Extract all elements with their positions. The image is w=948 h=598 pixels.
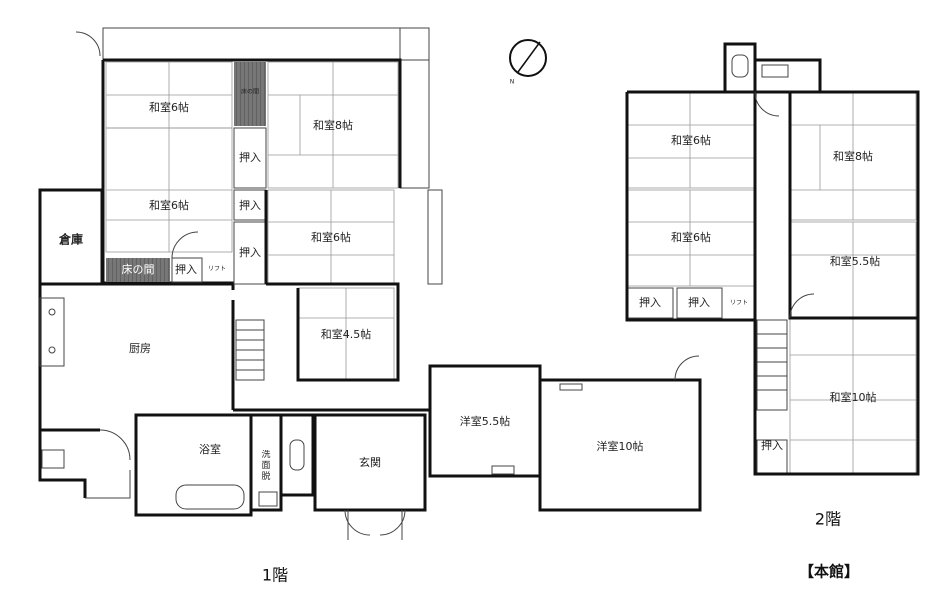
label2-washitsu8: 和室8帖 xyxy=(833,149,873,163)
toilet-2f xyxy=(731,54,749,78)
room-yoshitsu10 xyxy=(538,378,702,512)
building-caption: 【本館】 xyxy=(799,563,859,581)
compass-icon xyxy=(509,39,547,77)
label2-washitsu55: 和室5.5帖 xyxy=(830,254,881,268)
sink xyxy=(39,297,65,367)
label-souko: 倉庫 xyxy=(58,232,83,247)
label-toko-small: 床の間 xyxy=(241,88,259,96)
toko xyxy=(106,258,170,282)
veranda-corridor xyxy=(102,27,430,61)
oshiire2-2 xyxy=(676,287,723,319)
label2-oshiire-1: 押入 xyxy=(639,295,661,309)
label2-oshiire-3: 押入 xyxy=(761,438,783,452)
label-oshiire-3: 押入 xyxy=(239,245,261,259)
label-washitsu6-a: 和室6帖 xyxy=(149,100,189,114)
label-chubo: 厨房 xyxy=(129,342,151,355)
floor2-caption: 2階 xyxy=(815,510,841,529)
room-yokushitsu xyxy=(134,413,253,517)
bathtub xyxy=(175,484,245,510)
floor1-caption: 1階 xyxy=(262,566,288,585)
label-genkan: 玄関 xyxy=(359,455,381,469)
label2-lift: リフト xyxy=(730,300,748,307)
door-arc xyxy=(75,31,101,57)
label2-washitsu10: 和室10帖 xyxy=(830,390,877,404)
label2-washitsu6-b: 和室6帖 xyxy=(671,230,711,244)
label-yoshitsu10: 洋室10帖 xyxy=(597,439,644,453)
label-senmen: 洗面脱衣 xyxy=(261,450,271,480)
stairs-2f xyxy=(756,319,788,411)
label-washitsu6-c: 和室6帖 xyxy=(311,230,351,244)
label-oshiire-1: 押入 xyxy=(239,150,261,164)
toko-small xyxy=(234,62,266,126)
compass-north-mark: N xyxy=(510,79,515,86)
floor1-plan xyxy=(38,27,702,540)
oshiire-1 xyxy=(233,127,267,189)
label-yokushitsu: 浴室 xyxy=(199,442,221,456)
veranda-side xyxy=(399,27,430,189)
label-washitsu6-b: 和室6帖 xyxy=(149,198,189,212)
label-oshiire-4: 押入 xyxy=(175,262,197,276)
label-toko: 床の間 xyxy=(122,262,155,276)
label-oshiire-2: 押入 xyxy=(239,198,261,212)
label2-washitsu6-a: 和室6帖 xyxy=(671,133,711,147)
floor2-plan xyxy=(625,42,920,476)
label-lift: リフト xyxy=(208,266,226,273)
room-genkan xyxy=(313,413,427,512)
label-yoshitsu55: 洋室5.5帖 xyxy=(460,414,511,428)
label2-oshiire-2: 押入 xyxy=(688,295,710,309)
toilet xyxy=(289,439,305,471)
oshiire-4 xyxy=(171,257,203,283)
label-washitsu8: 和室8帖 xyxy=(313,118,353,132)
label-washitsu45: 和室4.5帖 xyxy=(321,327,372,341)
